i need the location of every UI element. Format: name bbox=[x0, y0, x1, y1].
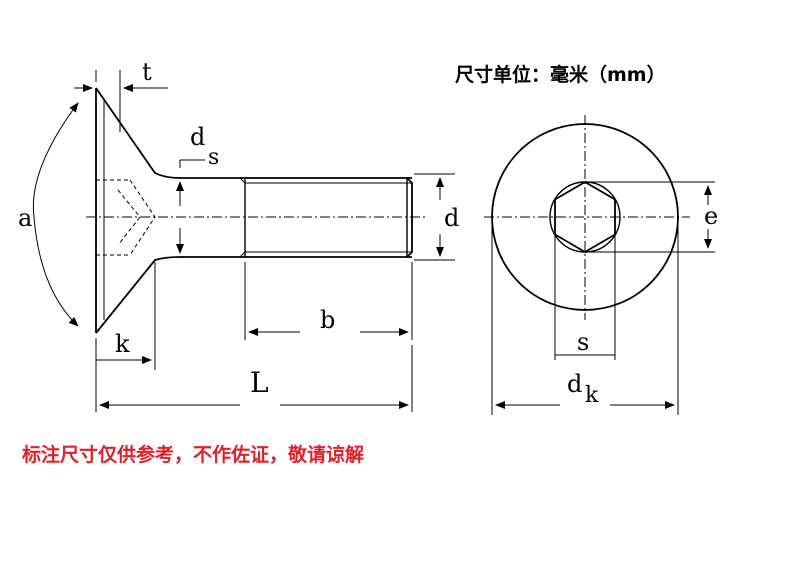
unit-note: 尺寸单位：毫米（mm） bbox=[455, 64, 666, 86]
label-d: d bbox=[444, 204, 459, 232]
label-dk: d bbox=[567, 370, 582, 398]
dim-a: a bbox=[18, 102, 79, 327]
dim-b: b bbox=[244, 262, 413, 340]
label-ds: d bbox=[190, 123, 205, 151]
dim-e: e bbox=[585, 181, 718, 253]
dim-d: d bbox=[414, 173, 459, 261]
disclaimer-note: 标注尺寸仅供参考，不作佐证，敬请谅解 bbox=[22, 444, 365, 466]
dim-ds: d s bbox=[176, 123, 219, 254]
end-view bbox=[484, 115, 690, 320]
dim-L: L bbox=[95, 345, 413, 412]
label-s: s bbox=[577, 328, 589, 356]
label-b: b bbox=[320, 306, 335, 334]
label-k: k bbox=[115, 330, 130, 358]
label-t: t bbox=[142, 58, 152, 86]
label-e: e bbox=[704, 202, 718, 230]
dim-t: t bbox=[74, 58, 168, 132]
head-cone-bottom bbox=[95, 256, 240, 334]
side-view bbox=[86, 87, 425, 334]
label-ds-sub: s bbox=[208, 145, 219, 170]
label-dk-sub: k bbox=[585, 383, 599, 408]
dim-dk: d k bbox=[491, 217, 679, 415]
dim-k: k bbox=[95, 262, 156, 370]
label-a: a bbox=[18, 204, 32, 232]
head-cone-top bbox=[95, 87, 240, 179]
label-L: L bbox=[250, 366, 269, 399]
dim-s: s bbox=[554, 234, 616, 360]
